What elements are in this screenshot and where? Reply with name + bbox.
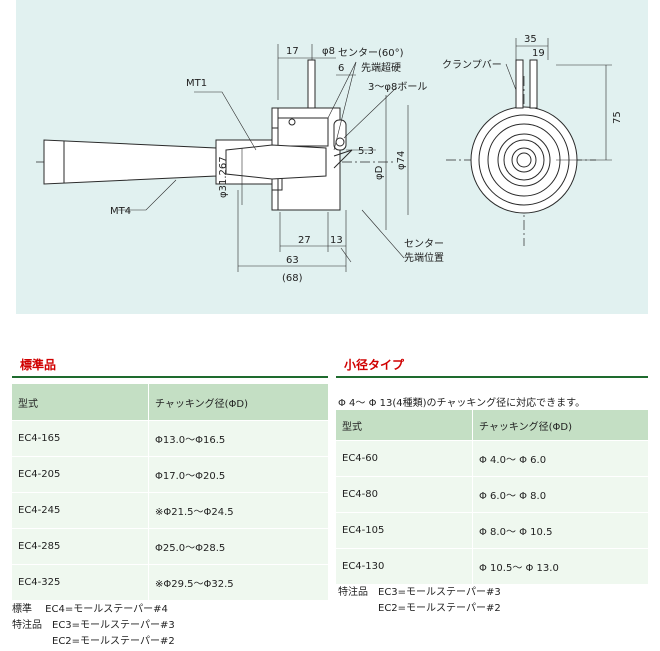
label-6: 6 bbox=[338, 63, 344, 74]
diameter-cell: Φ 6.0～ Φ 8.0 bbox=[472, 476, 648, 513]
small-rule bbox=[336, 376, 648, 378]
label-75: 75 bbox=[612, 111, 623, 124]
label-clamp-bar: クランプバー bbox=[442, 59, 502, 71]
model-cell: EC4-205 bbox=[12, 456, 149, 493]
standard-note-1: 標準 EC4=モールステーパー#4 bbox=[12, 604, 168, 615]
label-68: (68) bbox=[282, 273, 303, 284]
model-cell: EC4-245 bbox=[12, 492, 149, 529]
label-27: 27 bbox=[298, 235, 311, 246]
model-cell: EC4-165 bbox=[12, 420, 149, 457]
standard-table: 型式 チャッキング径(ΦD) EC4-165 Φ13.0～Φ16.5 EC4-2… bbox=[12, 384, 328, 601]
diameter-cell: Φ25.0～Φ28.5 bbox=[148, 528, 328, 565]
label-5-3: 5.3 bbox=[358, 146, 374, 157]
small-table: 型式 チャッキング径(ΦD) EC4-60 Φ 4.0～ Φ 6.0 EC4-8… bbox=[336, 410, 648, 585]
diameter-cell: Φ 4.0～ Φ 6.0 bbox=[472, 440, 648, 477]
label-phi74: φ74 bbox=[396, 151, 407, 170]
table-row: EC4-325 ※Φ29.5～Φ32.5 bbox=[12, 564, 328, 601]
label-phi31: φ31.267 bbox=[218, 156, 229, 198]
model-cell: EC4-80 bbox=[336, 476, 473, 513]
diameter-cell: ※Φ21.5～Φ24.5 bbox=[148, 492, 328, 529]
label-63: 63 bbox=[286, 255, 299, 266]
taper-shank bbox=[43, 139, 217, 185]
standard-title: 標準品 bbox=[20, 358, 57, 372]
small-header-row: 型式 チャッキング径(ΦD) bbox=[336, 410, 648, 441]
small-header-diameter: チャッキング径(ΦD) bbox=[472, 410, 648, 441]
standard-rule bbox=[12, 376, 328, 378]
label-center-pos1: センター bbox=[404, 238, 444, 250]
table-row: EC4-80 Φ 6.0～ Φ 8.0 bbox=[336, 476, 648, 513]
model-cell: EC4-325 bbox=[12, 564, 149, 601]
diameter-cell: Φ17.0～Φ20.5 bbox=[148, 456, 328, 493]
label-center60: センター(60°) bbox=[338, 47, 404, 59]
label-13: 13 bbox=[330, 235, 343, 246]
standard-header-row: 型式 チャッキング径(ΦD) bbox=[12, 384, 328, 421]
drawing-svg: MT1 MT4 17 φ8 センター(60°) 6 先端超硬 3～φ8ボール 5… bbox=[36, 34, 623, 284]
label-balls: 3～φ8ボール bbox=[368, 81, 427, 93]
technical-drawing: MT1 MT4 17 φ8 センター(60°) 6 先端超硬 3～φ8ボール 5… bbox=[16, 0, 648, 314]
small-title: 小径タイプ bbox=[344, 358, 405, 372]
label-tip-hard: 先端超硬 bbox=[361, 61, 401, 74]
small-header-model: 型式 bbox=[336, 410, 473, 441]
label-17: 17 bbox=[286, 46, 299, 57]
diameter-cell: ※Φ29.5～Φ32.5 bbox=[148, 564, 328, 601]
model-cell: EC4-285 bbox=[12, 528, 149, 565]
standard-header-model: 型式 bbox=[12, 384, 149, 421]
table-row: EC4-60 Φ 4.0～ Φ 6.0 bbox=[336, 440, 648, 477]
label-phi8: φ8 bbox=[322, 46, 335, 57]
table-row: EC4-205 Φ17.0～Φ20.5 bbox=[12, 456, 328, 493]
clamp-bar-end bbox=[515, 59, 524, 109]
diameter-cell: Φ 8.0～ Φ 10.5 bbox=[472, 512, 648, 549]
table-row: EC4-245 ※Φ21.5～Φ24.5 bbox=[12, 492, 328, 529]
label-mt1: MT1 bbox=[186, 78, 207, 89]
small-lead: Φ 4～ Φ 13(4種類)のチャッキング径に対応できます。 bbox=[338, 398, 586, 409]
standard-note-3: EC2=モールステーパー#2 bbox=[12, 636, 175, 647]
small-note-1: 特注品 EC3=モールステーパー#3 bbox=[338, 587, 501, 598]
model-cell: EC4-60 bbox=[336, 440, 473, 477]
clamp-bar-side bbox=[307, 59, 316, 109]
label-35: 35 bbox=[524, 34, 537, 45]
label-mt4: MT4 bbox=[110, 206, 131, 217]
table-row: EC4-285 Φ25.0～Φ28.5 bbox=[12, 528, 328, 565]
label-19: 19 bbox=[532, 48, 545, 59]
label-center-pos2: 先端位置 bbox=[404, 251, 444, 264]
diameter-cell: Φ 10.5～ Φ 13.0 bbox=[472, 548, 648, 585]
standard-header-diameter: チャッキング径(ΦD) bbox=[148, 384, 328, 421]
diameter-cell: Φ13.0～Φ16.5 bbox=[148, 420, 328, 457]
table-row: EC4-165 Φ13.0～Φ16.5 bbox=[12, 420, 328, 457]
small-note-2: EC2=モールステーパー#2 bbox=[338, 603, 501, 614]
table-row: EC4-130 Φ 10.5～ Φ 13.0 bbox=[336, 548, 648, 585]
model-cell: EC4-105 bbox=[336, 512, 473, 549]
label-phiD: φD bbox=[374, 165, 385, 180]
standard-note-2: 特注品 EC3=モールステーパー#3 bbox=[12, 620, 175, 631]
table-row: EC4-105 Φ 8.0～ Φ 10.5 bbox=[336, 512, 648, 549]
model-cell: EC4-130 bbox=[336, 548, 473, 585]
